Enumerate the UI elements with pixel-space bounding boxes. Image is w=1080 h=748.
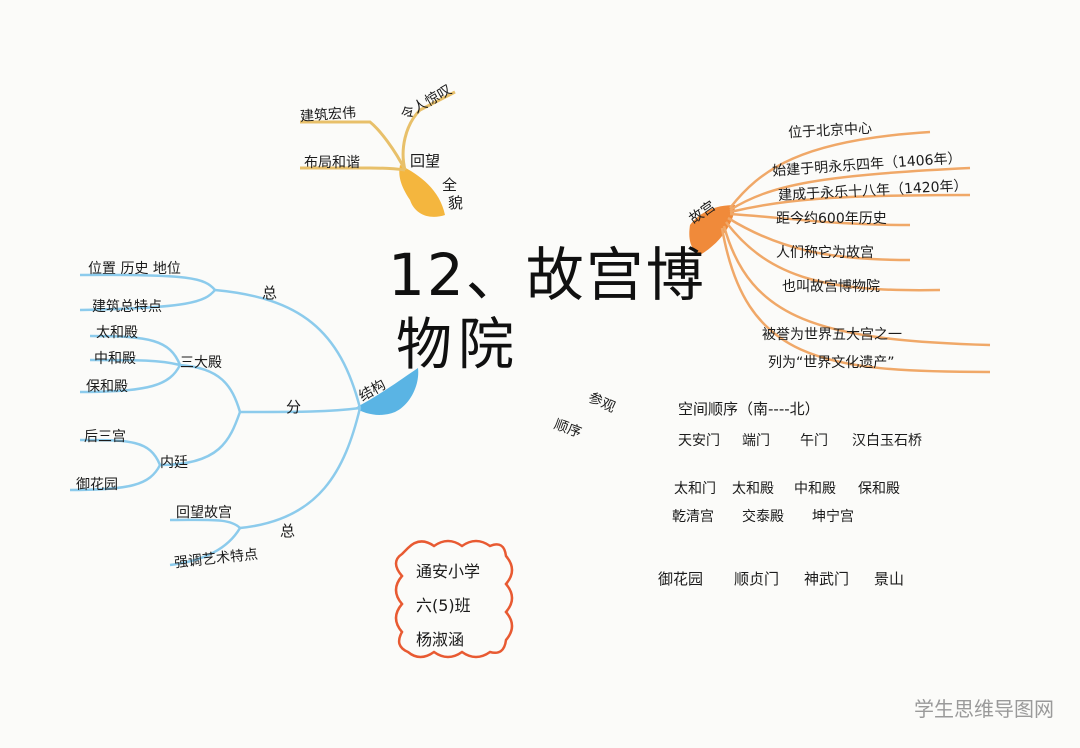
sanda-item-3: 保和殿	[86, 379, 128, 395]
order-r2-c3: 中和殿	[794, 481, 836, 497]
order-r2-c1: 太和门	[674, 481, 716, 497]
order-r4-c2: 顺贞门	[734, 570, 780, 588]
zong2-label: 总	[280, 522, 296, 540]
order-r4-c3: 神武门	[804, 570, 850, 588]
right-item-8: 列为“世界文化遗产”	[768, 355, 895, 371]
zong1-label: 总	[262, 284, 278, 302]
right-item-4: 距今约600年历史	[776, 211, 887, 227]
sanda-label: 三大殿	[180, 355, 222, 371]
order-heading: 空间顺序（南----北）	[678, 400, 820, 418]
fen-label: 分	[286, 398, 302, 416]
order-r4-c1: 御花园	[658, 570, 704, 588]
signature-school: 通安小学	[416, 562, 481, 581]
order-r1-c2: 端门	[742, 433, 770, 449]
top-item-1: 建筑宏伟	[299, 105, 357, 125]
right-item-5: 人们称它为故宫	[776, 245, 874, 261]
order-r2-c4: 保和殿	[858, 481, 900, 497]
sanda-item-1: 太和殿	[96, 325, 138, 341]
right-item-6: 也叫故宫博物院	[782, 279, 880, 295]
top-item-3: 布局和谐	[304, 155, 360, 171]
zong2-item-1: 回望故宫	[176, 505, 232, 521]
main-title-line-1: 12、故宫博	[388, 241, 706, 309]
signature-border	[394, 539, 514, 659]
order-r1-c3: 午门	[800, 433, 828, 449]
sanda-item-2: 中和殿	[94, 351, 136, 367]
neiting-item-2: 御花园	[76, 477, 118, 493]
order-r3-c2: 交泰殿	[742, 509, 784, 525]
right-branch-lines	[720, 130, 991, 374]
left-branch-blob	[355, 368, 419, 415]
left-branch-lines	[69, 273, 362, 567]
top-branch-label-c: 貌	[448, 194, 464, 212]
top-branch-line-3	[300, 166, 406, 172]
zong1-item-1: 位置 历史 地位	[88, 261, 181, 277]
top-branch-line-1	[300, 120, 407, 171]
top-branch-label-b: 全	[442, 176, 458, 194]
signature-class: 六(5)班	[416, 596, 471, 615]
main-title-line-2: 物院	[396, 313, 520, 378]
order-r1-c1: 天安门	[678, 433, 720, 449]
top-branch-line-2	[401, 90, 456, 171]
neiting-item-1: 后三宫	[84, 429, 126, 445]
order-r1-c4: 汉白玉石桥	[852, 433, 922, 449]
signature-box: 通安小学 六(5)班 杨淑涵	[400, 540, 508, 658]
order-r3-c3: 坤宁宫	[812, 509, 854, 525]
signature-name: 杨淑涵	[416, 630, 465, 649]
order-r4-c4: 景山	[874, 570, 905, 588]
top-branch-blob	[399, 165, 445, 217]
order-r3-c1: 乾清宫	[672, 509, 714, 525]
order-r2-c2: 太和殿	[732, 481, 774, 497]
top-branch-label-a: 回望	[410, 152, 441, 170]
zong1-item-2: 建筑总特点	[92, 299, 162, 315]
watermark: 学生思维导图网	[914, 697, 1054, 721]
right-item-7: 被誉为世界五大宫之一	[762, 327, 902, 343]
right-branch-blob	[689, 205, 735, 255]
neiting-label: 内廷	[160, 455, 188, 471]
